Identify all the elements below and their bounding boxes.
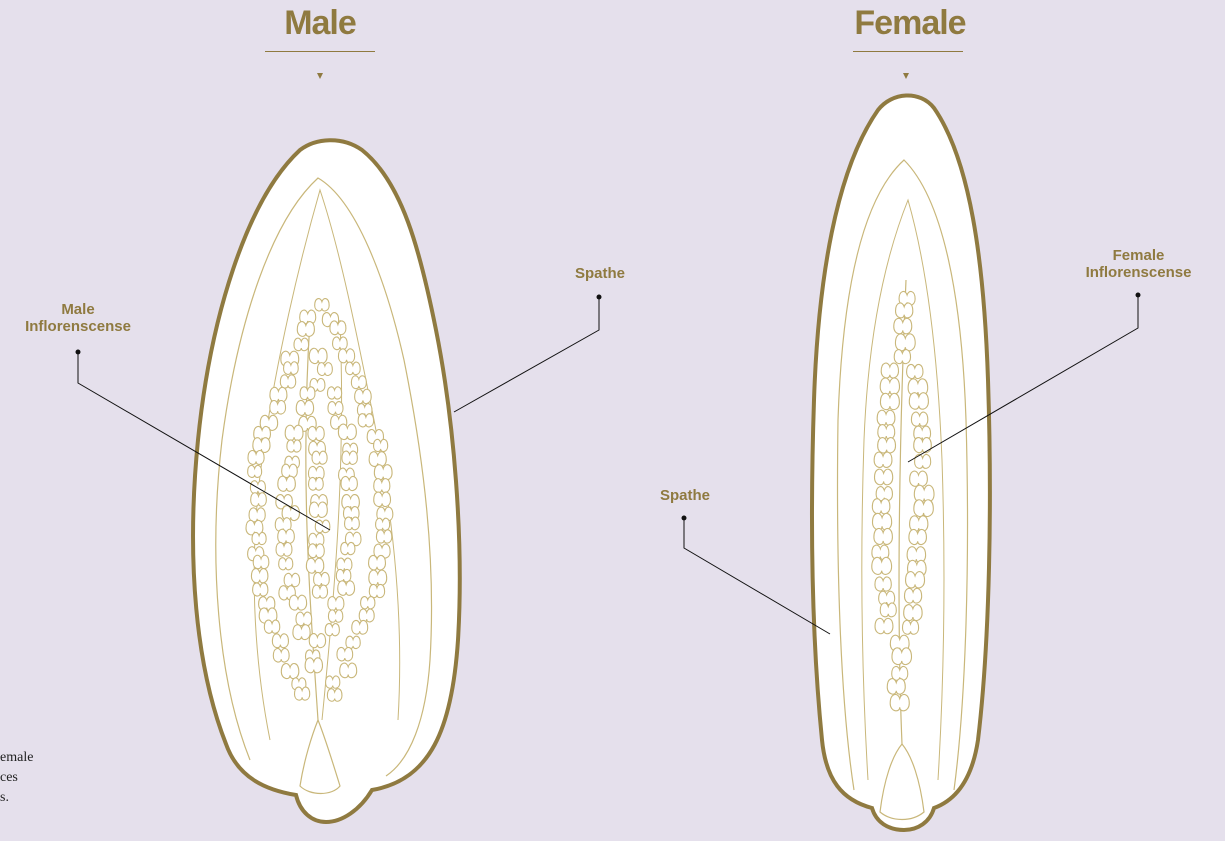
male-floret-icon (276, 542, 292, 556)
male-floret-icon (326, 676, 340, 688)
male-floret-icon (361, 597, 375, 609)
male-floret-icon (309, 634, 325, 648)
female-spathe-label: Spathe (645, 487, 725, 504)
male-floret-icon (351, 376, 366, 389)
male-floret-icon (249, 508, 265, 522)
male-inflorescence-label: Male Inflorenscense (18, 301, 138, 335)
male-floret-icon (328, 610, 342, 622)
caption-text-fragment: emale ces s. (0, 748, 120, 808)
male-floret-icon (374, 479, 390, 493)
male-floret-icon (309, 477, 324, 490)
male-floret-icon (315, 520, 330, 533)
male-floret-icon (270, 401, 286, 415)
female-floret-icon (894, 350, 910, 364)
male-floret-icon (341, 542, 355, 554)
male-floret-icon (295, 687, 310, 700)
male-floret-icon (315, 299, 329, 311)
male-floret-icon (327, 387, 341, 399)
male-floret-icon (252, 532, 266, 544)
male-inflorescence-leader-dot (76, 350, 81, 355)
male-floret-icon (308, 544, 324, 558)
male-floret-icon (358, 414, 373, 427)
male-floret-icon (352, 620, 368, 634)
male-spathe-label: Spathe (560, 265, 640, 282)
male-floret-icon (374, 439, 388, 451)
male-floret-icon (330, 321, 346, 335)
female-floret-icon (902, 620, 918, 634)
male-floret-icon (346, 362, 361, 375)
male-floret-icon (328, 597, 344, 611)
female-floret-icon (907, 364, 923, 378)
male-floret-icon (300, 387, 315, 400)
male-floret-icon (376, 530, 391, 543)
male-floret-icon (253, 555, 269, 568)
male-spathe-illustration (193, 140, 460, 822)
male-floret-icon (341, 476, 357, 490)
female-spathe-illustration (812, 95, 990, 830)
female-floret-icon (875, 577, 891, 591)
male-floret-icon (248, 465, 262, 477)
male-spathe-outline (193, 140, 460, 822)
male-floret-icon (312, 451, 327, 464)
female-spathe-leader (684, 518, 830, 634)
male-floret-icon (284, 573, 300, 586)
male-floret-icon (325, 624, 339, 636)
male-floret-icon (279, 558, 293, 570)
male-floret-icon (376, 518, 390, 530)
male-floret-icon (345, 517, 360, 530)
male-floret-icon (327, 689, 342, 702)
male-floret-icon (314, 572, 330, 585)
male-floret-icon (308, 426, 324, 440)
male-floret-icon (280, 375, 295, 388)
male-floret-icon (284, 362, 299, 375)
male-floret-icon (248, 451, 264, 465)
male-floret-icon (264, 620, 279, 633)
male-floret-icon (337, 647, 353, 661)
female-inflorescence-leader-dot (1136, 293, 1141, 298)
male-floret-icon (328, 402, 343, 415)
male-floret-icon (253, 583, 268, 596)
male-floret-icon (338, 349, 354, 363)
male-floret-icon (251, 493, 267, 507)
male-spathe-leader-dot (597, 295, 602, 300)
female-spathe-leader-dot (682, 516, 687, 521)
male-floret-icon (333, 337, 348, 350)
male-floret-icon (336, 569, 351, 582)
male-floret-icon (273, 648, 289, 662)
female-floret-icon (880, 603, 896, 617)
male-floret-icon (282, 464, 298, 477)
male-floret-icon (272, 634, 288, 648)
male-floret-icon (287, 440, 301, 452)
male-floret-icon (359, 609, 374, 622)
female-floret-icon (911, 412, 927, 426)
male-floret-icon (317, 363, 332, 376)
male-floret-icon (346, 636, 360, 648)
male-floret-icon (312, 585, 327, 598)
male-floret-icon (369, 584, 384, 597)
male-floret-icon (296, 612, 312, 626)
female-inflorescence-label: Female Inflorenscense (1066, 247, 1211, 281)
male-spathe-leader (454, 297, 599, 412)
male-floret-icon (294, 338, 309, 351)
male-floret-icon (342, 451, 357, 464)
male-floret-icon (250, 481, 265, 494)
